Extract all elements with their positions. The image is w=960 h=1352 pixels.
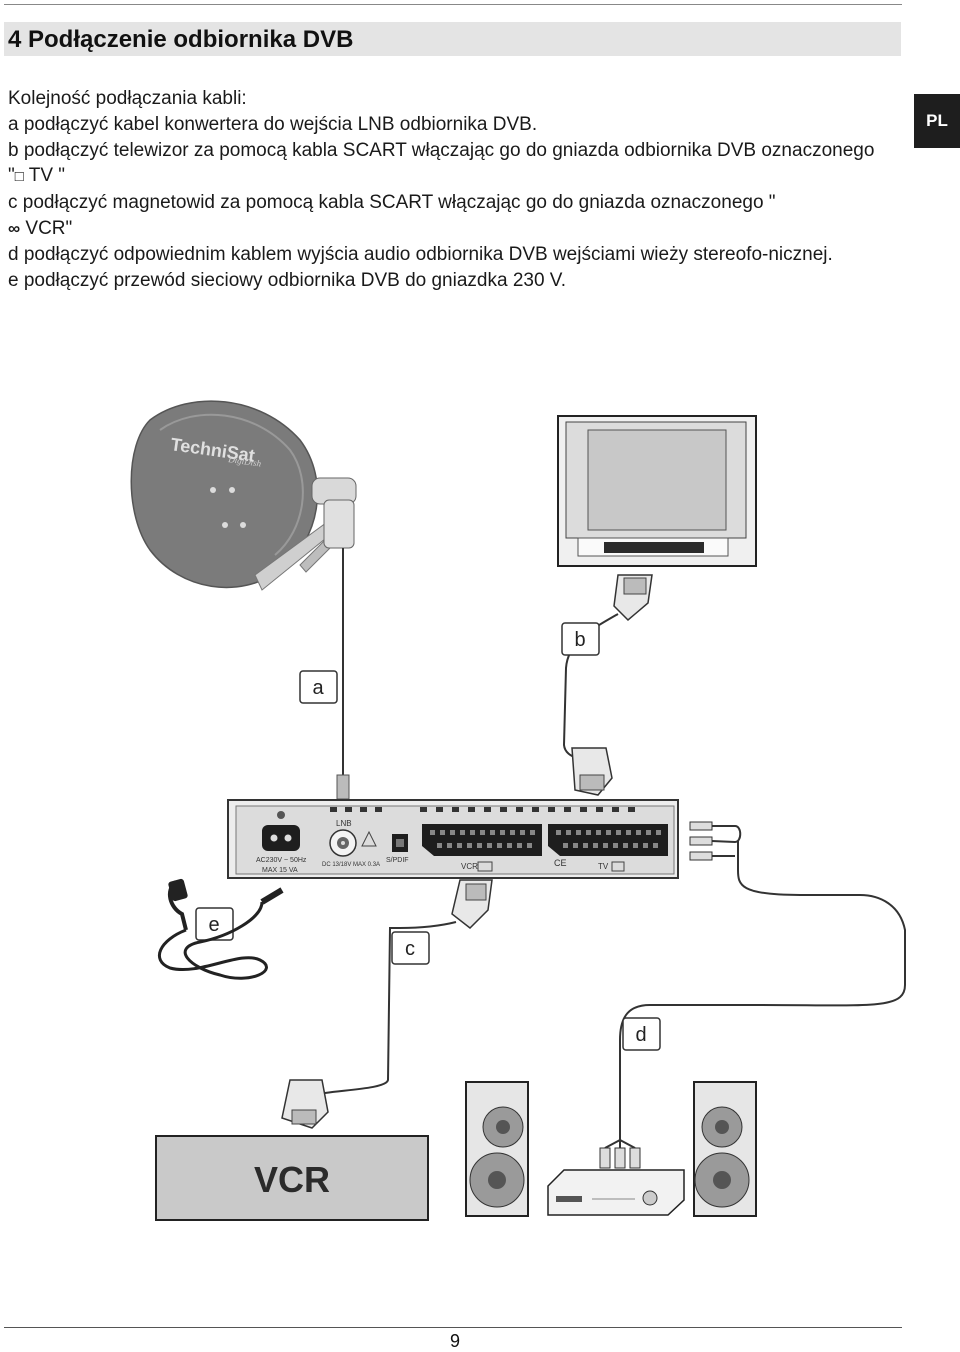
callout-e: e	[195, 907, 234, 941]
vcr-device-label: VCR	[254, 1159, 330, 1200]
callout-b: b	[561, 622, 600, 656]
scart-vcr-socket-icon	[422, 824, 542, 856]
lnb-icon	[311, 477, 357, 549]
step-a: a podłączyć kabel konwertera do wejścia …	[8, 113, 538, 135]
step-e: e podłączyć przewód sieciowy odbiornika …	[8, 269, 567, 291]
vcr-panel-label: VCR	[461, 862, 478, 871]
lnb-label: LNB	[336, 819, 352, 828]
callout-d: d	[622, 1017, 661, 1051]
receiver-rear-panel: AC230V ~ 50Hz MAX 15 VA LNB DC 13/18V MA…	[227, 799, 679, 879]
power-socket-icon	[262, 825, 300, 851]
tv-symbol-icon: □	[14, 168, 24, 186]
rca-plugs-amp-icon	[599, 1139, 641, 1169]
power-label: AC230V ~ 50Hz	[256, 857, 307, 864]
scart-plug-vcr-bottom-icon	[281, 1079, 329, 1129]
page-number: 9	[449, 1331, 460, 1351]
step-b-end: TV "	[23, 165, 66, 187]
language-tab: PL	[914, 94, 960, 148]
top-rule	[4, 4, 902, 5]
scart-tv-socket-icon	[548, 824, 668, 856]
callout-a: a	[299, 670, 338, 704]
dish-sub: DigiDish	[227, 454, 263, 469]
ce-mark: CE	[554, 858, 567, 868]
callout-c-label: c	[405, 938, 415, 960]
callout-d-label: d	[635, 1024, 646, 1046]
step-c: c podłączyć magnetowid za pomocą kabla S…	[8, 190, 888, 242]
stereo-amplifier-icon	[547, 1169, 685, 1216]
satellite-dish-icon: TechniSat DigiDish	[130, 400, 337, 591]
callout-e-label: e	[208, 914, 219, 936]
rca-plugs-icon	[689, 821, 742, 861]
scart-cable-c	[314, 921, 457, 1096]
step-b: b podłączyć telewizor za pomocą kabla SC…	[8, 138, 888, 191]
section-header-bar	[4, 22, 901, 56]
vcr-symbol-icon: ∞	[8, 218, 21, 238]
step-d: d podłączyć odpowiednim kablem wyjścia a…	[8, 243, 833, 265]
power-cord-icon	[157, 878, 284, 980]
lnb-spec-label: DC 13/18V MAX 0.3A	[322, 862, 380, 868]
callout-b-label: b	[574, 629, 585, 651]
speaker-left-icon	[465, 1081, 529, 1217]
screw-icon	[277, 811, 285, 819]
scart-plug-receiver-icon	[571, 747, 613, 796]
callout-c: c	[391, 931, 430, 965]
step-c-text: c podłączyć magnetowid za pomocą kabla S…	[8, 192, 776, 214]
f-connector-icon	[336, 774, 350, 800]
audio-cable-d	[619, 841, 906, 1140]
tv-panel-label: TV	[598, 862, 609, 871]
instructions-intro: Kolejność podłączania kabli:	[8, 88, 247, 109]
spdif-label: S/PDIF	[386, 857, 409, 864]
vcr-icon: VCR	[155, 1135, 429, 1221]
bottom-rule	[4, 1327, 902, 1328]
power-max-label: MAX 15 VA	[262, 867, 298, 874]
warning-icon	[361, 830, 377, 847]
step-c-end: VCR"	[20, 217, 73, 239]
tv-icon	[557, 415, 757, 567]
page-title: 4 Podłączenie odbiornika DVB	[8, 26, 354, 53]
instructions: Kolejność podłączania kabli: a podłączyć…	[8, 86, 888, 293]
scart-plug-vcr-top-icon	[451, 879, 493, 929]
callout-a-label: a	[312, 677, 324, 699]
connection-diagram: TechniSat DigiDish b a	[130, 400, 906, 1221]
speaker-right-icon	[693, 1081, 757, 1217]
scart-plug-tv-icon	[613, 574, 653, 622]
step-b-text: b podłączyć telewizor za pomocą kabla SC…	[8, 139, 875, 187]
